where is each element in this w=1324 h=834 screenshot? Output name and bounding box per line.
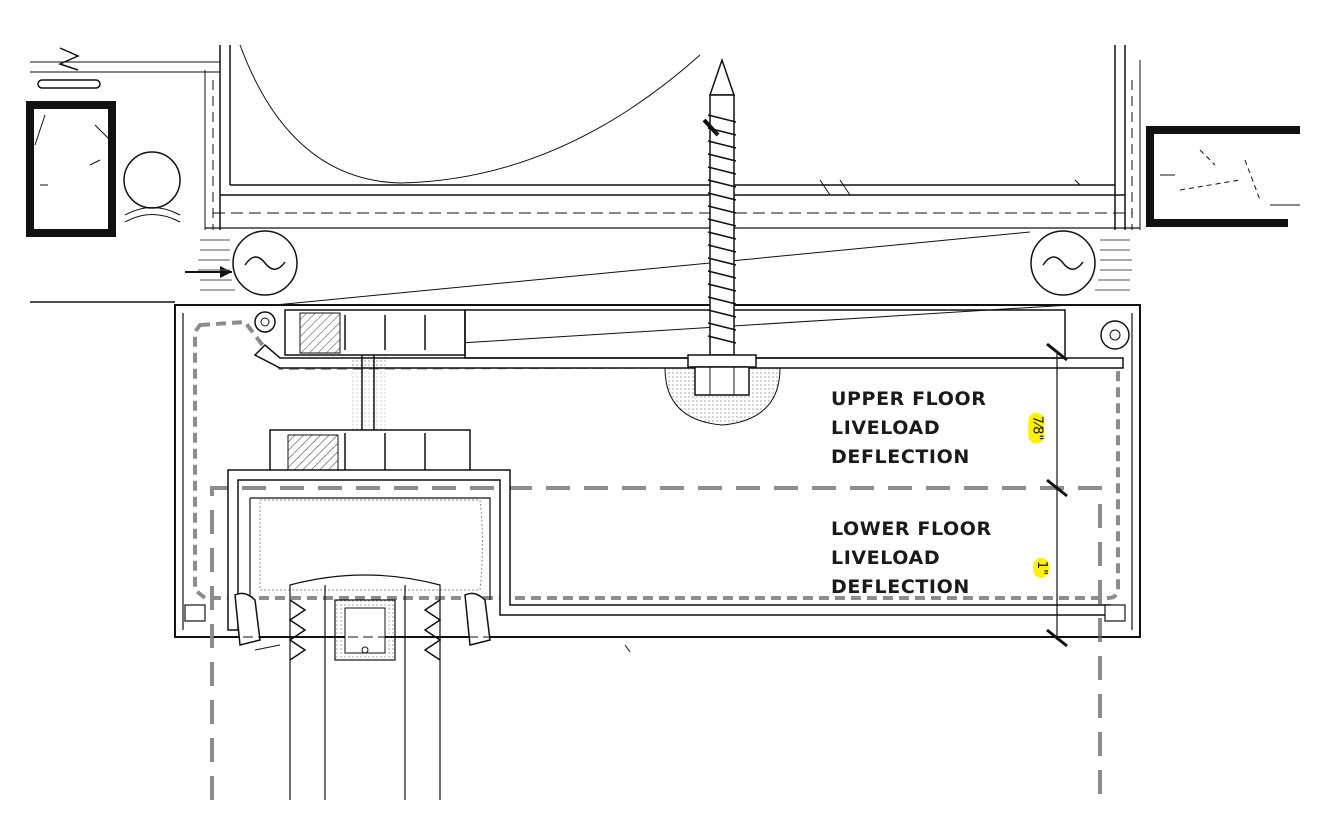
upper-note-line-2: LIVELOAD xyxy=(831,417,941,439)
upper-note-line-1: UPPER FLOOR xyxy=(831,388,987,410)
right-wall-block xyxy=(1146,126,1300,227)
lower-deflection-outline xyxy=(210,486,1102,800)
lower-note-line-3: DEFLECTION xyxy=(831,576,970,598)
sloped-lines xyxy=(274,231,1071,344)
upper-floor-deflection-note: UPPER FLOOR LIVELOAD DEFLECTION xyxy=(831,385,986,472)
reference-dashes xyxy=(183,636,1132,653)
upper-deflection-dimension: 7⁄8" xyxy=(1028,412,1045,444)
lower-note-line-2: LIVELOAD xyxy=(831,547,941,569)
lower-floor-deflection-note: LOWER FLOOR LIVELOAD DEFLECTION xyxy=(831,515,992,602)
upper-extrusion xyxy=(253,309,1130,369)
connecting-web xyxy=(352,355,386,430)
lower-deflection-dimension: 1" xyxy=(1033,557,1050,579)
upper-note-line-3: DEFLECTION xyxy=(831,446,970,468)
glazing-unit xyxy=(184,574,1126,800)
deflection-dimension-line xyxy=(1046,342,1068,648)
roller-supports xyxy=(198,239,1132,291)
self-drilling-screw xyxy=(664,57,781,426)
lower-extrusion xyxy=(227,429,1111,631)
slip-roller-left xyxy=(185,230,298,296)
slip-roller-right xyxy=(1030,230,1096,296)
upper-frame xyxy=(204,44,1141,230)
lower-note-line-1: LOWER FLOOR xyxy=(831,518,992,540)
left-wall-block xyxy=(26,47,220,237)
